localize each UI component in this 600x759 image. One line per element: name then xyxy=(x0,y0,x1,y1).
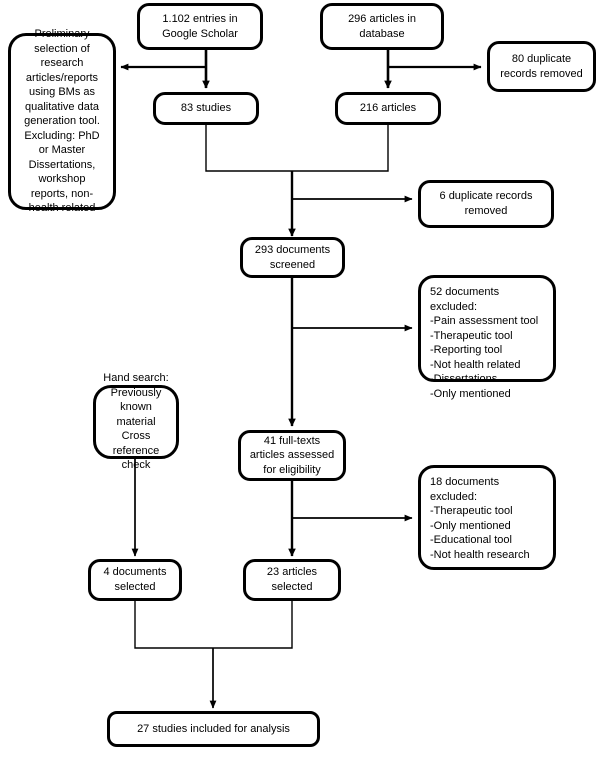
node-293-documents-screened[interactable]: 293 documents screened xyxy=(240,237,345,278)
node-database[interactable]: 296 articles in database xyxy=(320,3,444,50)
node-27-studies-included[interactable]: 27 studies included for analysis xyxy=(107,711,320,747)
node-hand-search[interactable]: Hand search: Previously known material C… xyxy=(93,372,179,471)
node-google-scholar-label: 1.102 entries in Google Scholar xyxy=(162,12,238,40)
node-4-documents-selected[interactable]: 4 documents selected xyxy=(88,559,182,601)
node-18-documents-excluded[interactable]: 18 documents excluded: -Therapeutic tool… xyxy=(418,465,556,570)
node-23-articles-selected[interactable]: 23 articles selected xyxy=(243,559,341,601)
node-preliminary-selection[interactable]: Preliminary selection of research articl… xyxy=(8,28,116,214)
node-6-duplicates-removed-label: 6 duplicate records removed xyxy=(439,190,533,217)
node-52-documents-excluded[interactable]: 52 documents excluded: -Pain assessment … xyxy=(418,275,556,400)
node-80-duplicates-removed[interactable]: 80 duplicate records removed xyxy=(487,41,596,92)
node-database-label: 296 articles in database xyxy=(348,12,416,40)
node-41-full-texts[interactable]: 41 full-texts articles assessed for elig… xyxy=(238,430,346,481)
node-27-studies-included-label: 27 studies included for analysis xyxy=(137,722,290,735)
node-google-scholar[interactable]: 1.102 entries in Google Scholar xyxy=(137,3,263,50)
node-83-studies-label: 83 studies xyxy=(180,102,232,115)
edge-merge-bottom xyxy=(134,601,293,649)
node-293-documents-screened-label: 293 documents screened xyxy=(254,243,331,271)
node-6-duplicates-removed[interactable]: 6 duplicate records removed xyxy=(418,180,554,228)
node-83-studies[interactable]: 83 studies xyxy=(153,92,259,125)
node-18-documents-excluded-label: 18 documents excluded: -Therapeutic tool… xyxy=(430,476,530,561)
node-23-articles-selected-label: 23 articles selected xyxy=(266,566,318,593)
node-4-documents-selected-label: 4 documents selected xyxy=(103,566,167,593)
node-80-duplicates-removed-label: 80 duplicate records removed xyxy=(500,52,583,80)
node-preliminary-selection-label: Preliminary selection of research articl… xyxy=(24,28,100,215)
node-52-documents-excluded-label: 52 documents excluded: -Pain assessment … xyxy=(430,286,539,400)
node-hand-search-label: Hand search: Previously known material C… xyxy=(103,372,169,472)
edge-merge-top xyxy=(205,125,389,172)
node-216-articles[interactable]: 216 articles xyxy=(335,92,441,125)
node-216-articles-label: 216 articles xyxy=(359,102,417,115)
node-41-full-texts-label: 41 full-texts articles assessed for elig… xyxy=(249,434,335,476)
